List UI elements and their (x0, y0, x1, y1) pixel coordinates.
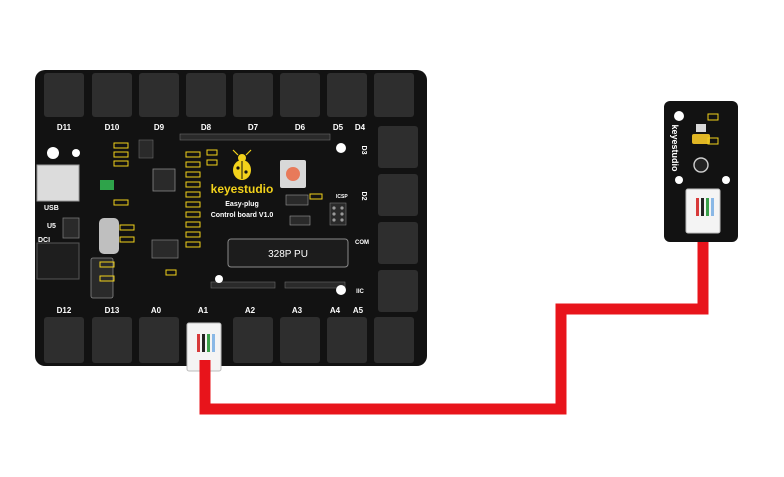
port-pad (186, 73, 226, 117)
bottom-port-row (44, 317, 414, 363)
port-label-d2: D2 (360, 192, 367, 201)
port-label-d10: D10 (105, 123, 120, 132)
port-pad (233, 73, 273, 117)
port-pad (327, 73, 367, 117)
mounting-hole (722, 176, 730, 184)
board-subtitle-line1: Easy-plug (225, 201, 258, 208)
port-pad (44, 73, 84, 117)
usb-jack (36, 164, 80, 202)
tantalum-cap (289, 215, 311, 226)
control-board: D11 D10 D9 D8 D7 D6 D5 D4 D3 D2 COM IIC (35, 70, 427, 372)
port-label-d9: D9 (154, 123, 165, 132)
mounting-hole (336, 143, 346, 153)
module-sensor-element (692, 134, 710, 144)
port-pad (280, 317, 320, 363)
dc-power-jack (36, 242, 80, 280)
port-pad (378, 270, 418, 312)
port-pad (92, 317, 132, 363)
port-pad (139, 317, 179, 363)
module-resistor (707, 113, 719, 121)
chip-label: 328P PU (268, 249, 308, 260)
board-pcb (35, 70, 427, 366)
port-pad (139, 73, 179, 117)
bottom-port-labels: D12 D13 A0 A1 A2 A3 A4 A5 (57, 306, 364, 315)
port-pad (44, 317, 84, 363)
right-port-labels: D3 D2 COM IIC (355, 146, 369, 295)
port-pad (374, 73, 414, 117)
port-label-d4: D4 (355, 123, 366, 132)
icsp-header (329, 202, 347, 226)
tantalum-cap (285, 194, 309, 206)
port-label-d8: D8 (201, 123, 212, 132)
crystal-oscillator (90, 257, 114, 299)
right-port-column (378, 126, 418, 312)
port-label-a1: A1 (198, 306, 209, 315)
port-label-d7: D7 (248, 123, 259, 132)
module-brand: keyestudio (670, 124, 680, 172)
regulator-label: U5 (47, 223, 56, 230)
port-label-d11: D11 (57, 123, 72, 132)
module-connector-socket (685, 188, 721, 234)
port-pad (374, 317, 414, 363)
port-label-a2: A2 (245, 306, 256, 315)
port-pad (233, 317, 273, 363)
port-label-d3: D3 (360, 146, 367, 155)
top-header-strip (138, 133, 346, 289)
port-label-a5: A5 (353, 306, 364, 315)
port-pad (378, 222, 418, 264)
port-pad (327, 317, 367, 363)
board-brand: keyestudio (211, 182, 274, 196)
port-label-iic: IIC (356, 289, 364, 295)
mounting-hole (675, 176, 683, 184)
port-pad (92, 73, 132, 117)
port-pad (378, 174, 418, 216)
reset-button (280, 160, 306, 188)
mounting-hole (674, 111, 684, 121)
ladybug-logo-icon (232, 149, 252, 180)
mounting-hole (47, 147, 59, 159)
power-label: DCI (38, 237, 50, 244)
board-subtitle-line2: Control board V1.0 (211, 212, 274, 219)
mounting-hole (215, 275, 223, 283)
connection-cable (199, 224, 709, 415)
module-resistor (707, 137, 719, 145)
mounting-hole (336, 285, 346, 295)
crystal-oscillator (99, 218, 119, 254)
microcontroller-chip: 328P PU (227, 238, 349, 268)
port-label-a4: A4 (330, 306, 341, 315)
port-label-a0: A0 (151, 306, 162, 315)
mounting-hole (72, 149, 80, 157)
module-component (693, 157, 709, 173)
port-label-d5: D5 (333, 123, 344, 132)
icsp-label: ICSP (336, 194, 348, 200)
silkscreen-components (99, 142, 323, 282)
power-led (100, 180, 114, 190)
port-label-d6: D6 (295, 123, 306, 132)
voltage-regulator (62, 217, 80, 239)
module-led (696, 124, 706, 132)
port-label-com: COM (355, 240, 369, 246)
usb-label: USB (44, 205, 59, 212)
usb-chip (152, 168, 176, 192)
port-pad (378, 126, 418, 168)
a1-connector-socket (186, 322, 222, 372)
top-port-row (44, 73, 414, 117)
port-label-d12: D12 (57, 306, 72, 315)
top-port-labels: D11 D10 D9 D8 D7 D6 D5 D4 (57, 123, 366, 132)
port-label-d13: D13 (105, 306, 120, 315)
sensor-module: keyestudio (664, 101, 738, 242)
small-ic (151, 239, 179, 259)
port-pad (280, 73, 320, 117)
port-label-a3: A3 (292, 306, 303, 315)
